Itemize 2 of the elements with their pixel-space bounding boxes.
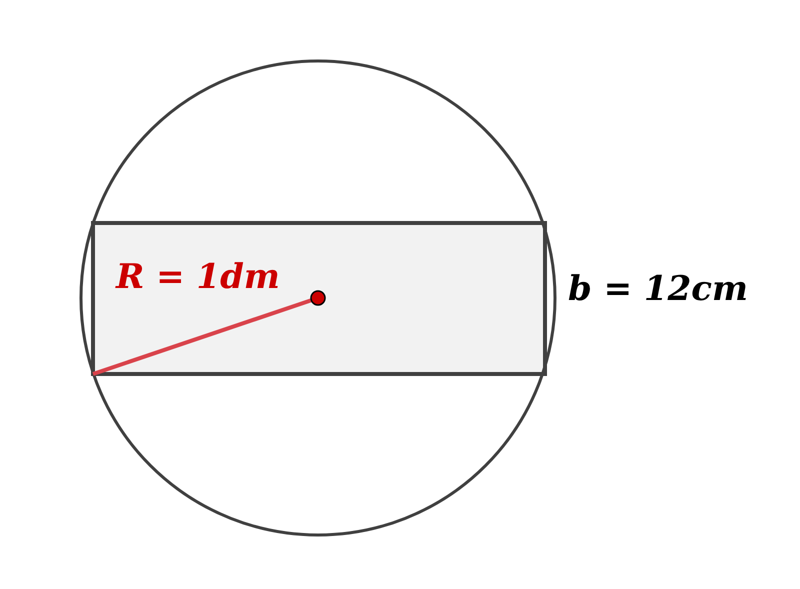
dimension-label: b = 12cm [568,272,748,306]
dimension-label: R = 1dm [116,260,280,294]
